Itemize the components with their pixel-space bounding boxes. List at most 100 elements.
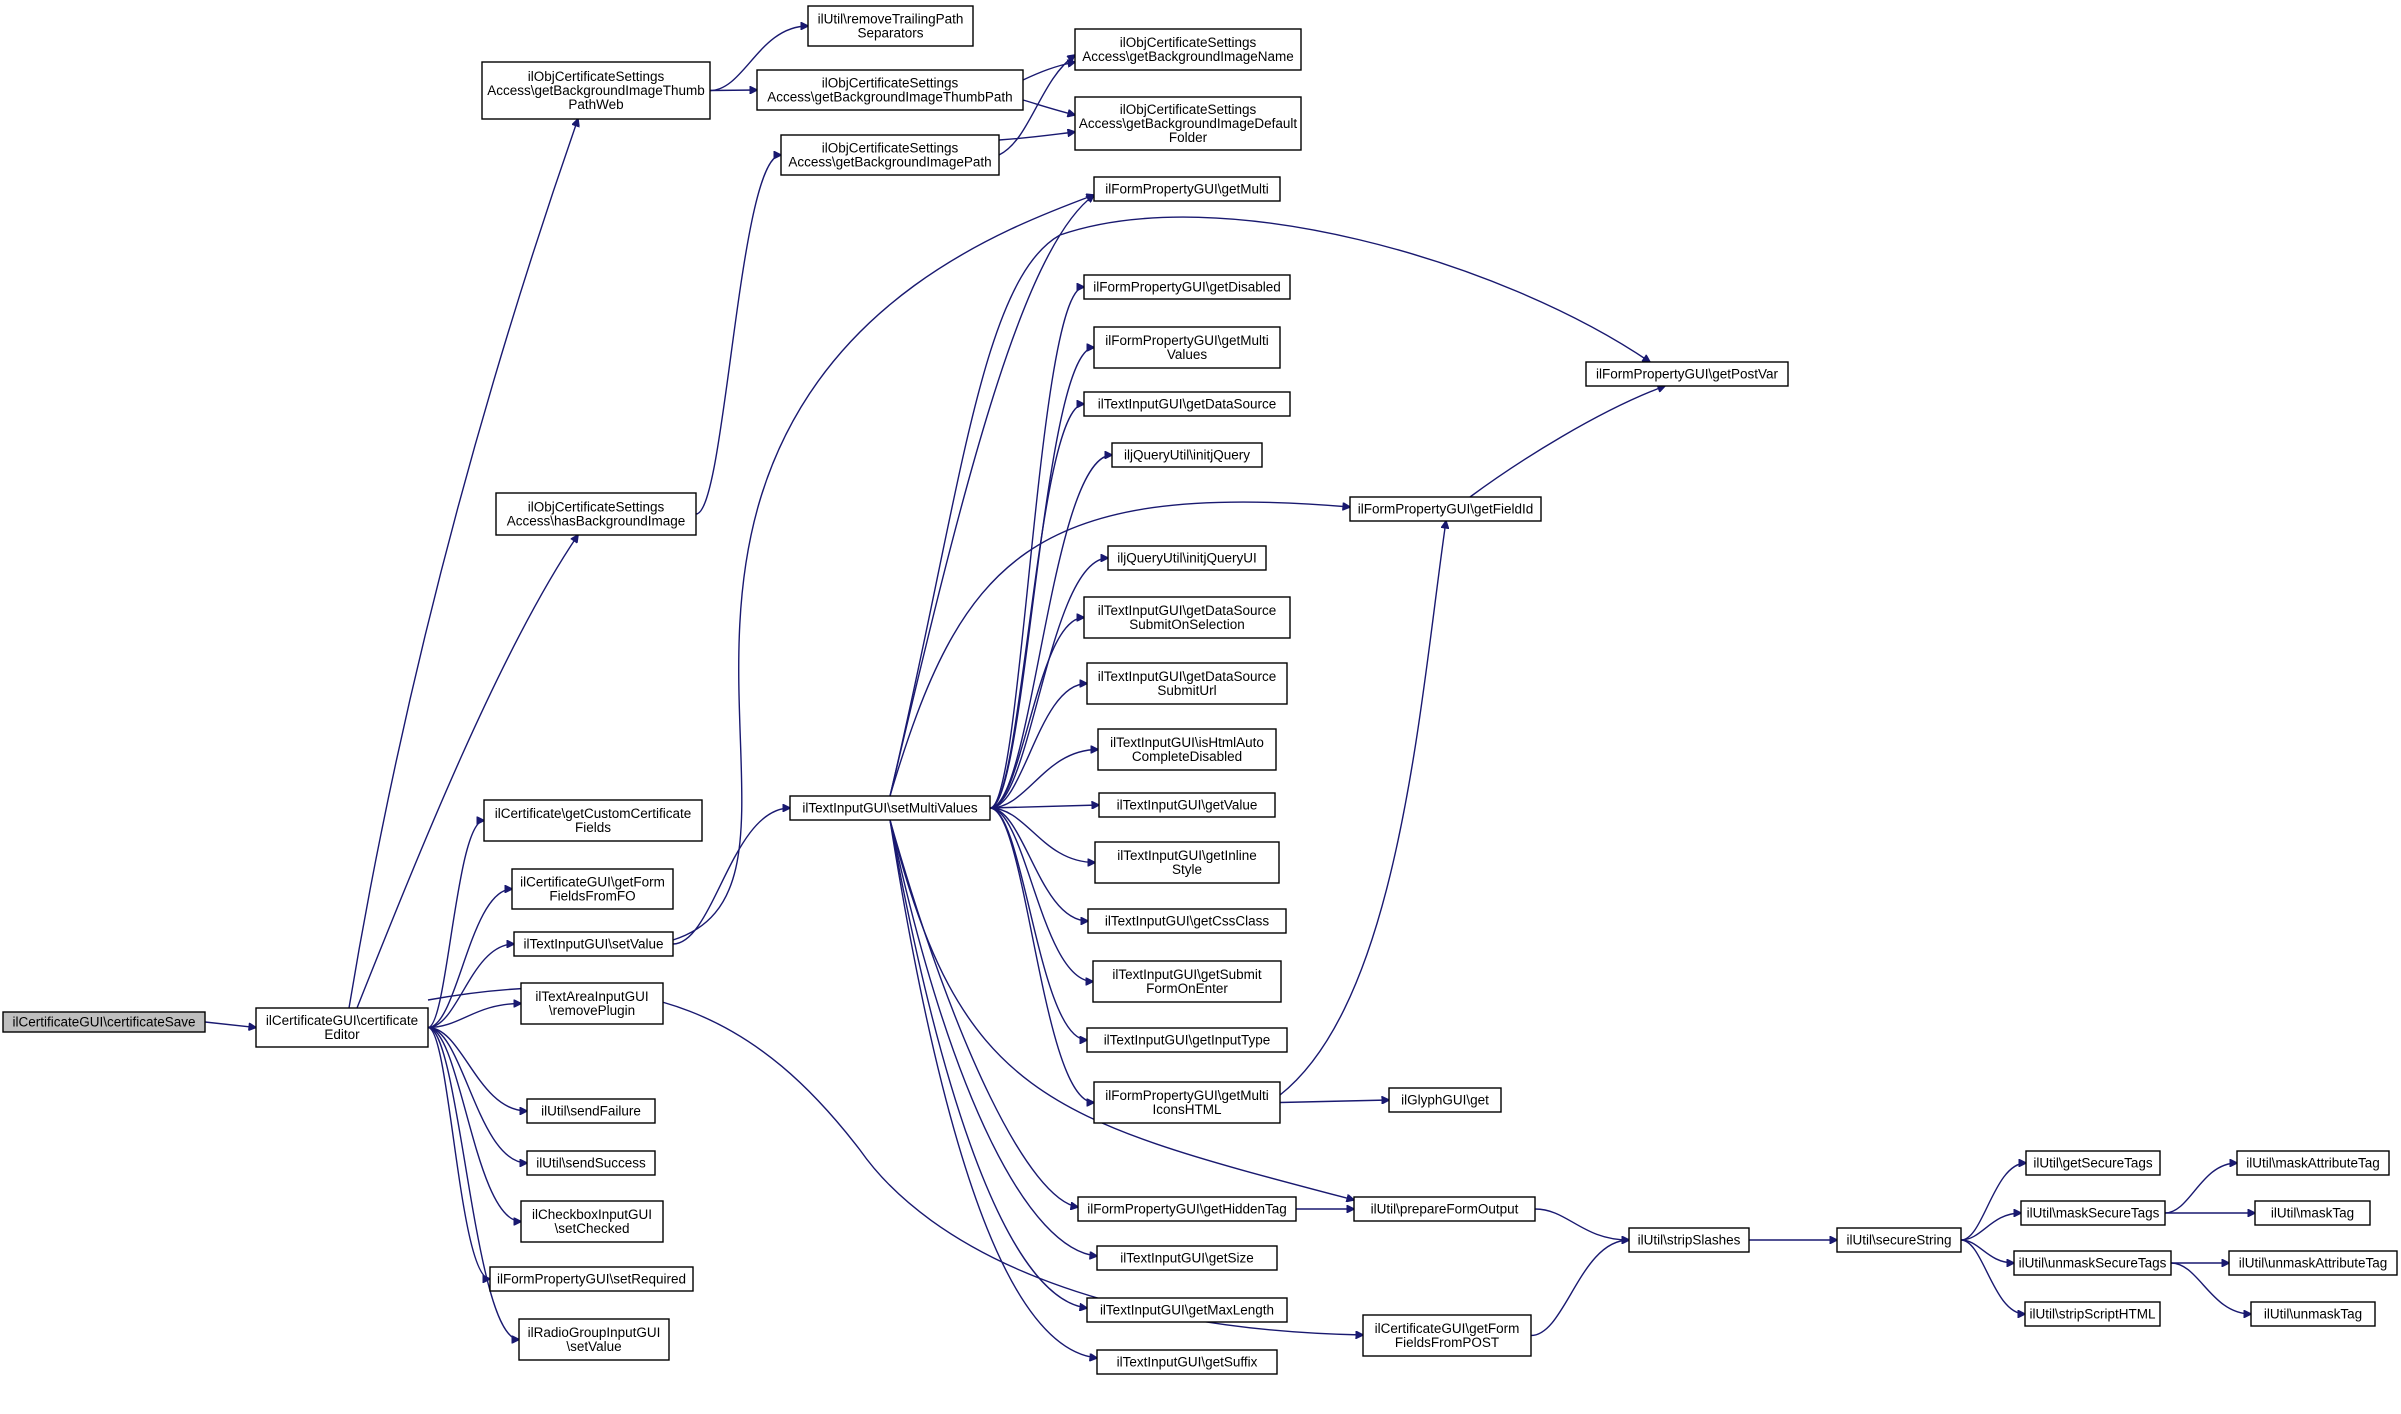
node-box <box>1362 1314 1532 1357</box>
edge-n2-to-n12 <box>427 1026 490 1280</box>
edge-n7-to-n20 <box>672 195 1094 941</box>
graph-node[interactable]: ilObjCertificateSettingsAccess\hasBackgr… <box>495 492 697 536</box>
node-label: \setChecked <box>554 1221 629 1236</box>
node-box <box>2024 1301 2161 1327</box>
graph-node[interactable]: iljQueryUtil\initjQuery <box>1111 442 1263 468</box>
graph-node[interactable]: ilUtil\maskTag <box>2254 1200 2371 1226</box>
graph-node[interactable]: ilTextInputGUI\setValue <box>513 931 674 957</box>
node-label: ilRadioGroupInputGUI <box>528 1325 661 1340</box>
node-box <box>526 1150 656 1176</box>
node-box <box>1096 1245 1278 1271</box>
graph-node[interactable]: ilFormPropertyGUI\getPostVar <box>1585 361 1789 387</box>
node-box <box>1628 1227 1750 1253</box>
node-box <box>1097 728 1277 771</box>
graph-node[interactable]: ilUtil\sendFailure <box>526 1098 656 1124</box>
graph-node[interactable]: ilGlyphGUI\get <box>1388 1087 1502 1113</box>
node-label: ilObjCertificateSettings <box>528 500 665 515</box>
edge-n17-to-n25 <box>989 558 1108 809</box>
graph-node[interactable]: iljQueryUtil\initjQueryUI <box>1107 545 1267 571</box>
graph-node[interactable]: ilFormPropertyGUI\getFieldId <box>1349 496 1542 522</box>
graph-node[interactable]: ilUtil\maskAttributeTag <box>2236 1150 2390 1176</box>
graph-node[interactable]: ilFormPropertyGUI\getMulti <box>1093 176 1281 202</box>
edge-n17-to-n27 <box>989 684 1087 809</box>
graph-node[interactable]: ilTextInputGUI\getCssClass <box>1087 908 1287 934</box>
graph-node[interactable]: ilUtil\stripSlashes <box>1628 1227 1750 1253</box>
node-box <box>526 1098 656 1124</box>
graph-node[interactable]: ilTextInputGUI\getDataSource <box>1083 391 1291 417</box>
edge-n16-to-n19 <box>998 132 1075 141</box>
graph-node[interactable]: ilUtil\getSecureTags <box>2025 1150 2161 1176</box>
node-label: Fields <box>575 820 611 835</box>
graph-node[interactable]: ilTextInputGUI\getMaxLength <box>1086 1297 1288 1323</box>
node-box <box>481 61 711 120</box>
graph-node[interactable]: ilObjCertificateSettingsAccess\getBackgr… <box>780 134 1000 176</box>
graph-node[interactable]: ilFormPropertyGUI\getHiddenTag <box>1077 1196 1297 1222</box>
node-label: ilObjCertificateSettings <box>1120 35 1257 50</box>
edge-n17-to-n29 <box>989 805 1099 808</box>
graph-node[interactable]: ilObjCertificateSettingsAccess\getBackgr… <box>1074 96 1302 151</box>
node-label: ilTextInputGUI\getDataSource <box>1098 603 1277 618</box>
graph-node[interactable]: ilObjCertificateSettingsAccess\getBackgr… <box>481 61 711 120</box>
graph-node[interactable]: ilCheckboxInputGUI\setChecked <box>520 1200 664 1243</box>
graph-node[interactable]: ilUtil\stripScriptHTML <box>2024 1301 2161 1327</box>
node-label: ilUtil\maskTag <box>2271 1206 2354 1221</box>
graph-node[interactable]: ilTextInputGUI\getValue <box>1098 792 1276 818</box>
node-box <box>1111 442 1263 468</box>
graph-node[interactable]: ilUtil\prepareFormOutput <box>1353 1196 1536 1222</box>
node-box <box>1094 841 1280 884</box>
node-label: ilTextInputGUI\getDataSource <box>1098 397 1277 412</box>
edge-n17-to-n26 <box>989 618 1084 809</box>
edge-n2-to-n7 <box>427 944 514 1029</box>
node-label: Access\getBackgroundImagePath <box>788 155 991 170</box>
graph-node[interactable]: ilObjCertificateSettingsAccess\getBackgr… <box>1074 28 1302 71</box>
node-label: ilUtil\prepareFormOutput <box>1371 1202 1519 1217</box>
graph-node[interactable]: ilUtil\unmaskTag <box>2250 1301 2376 1327</box>
graph-node[interactable]: ilUtil\unmaskSecureTags <box>2013 1250 2172 1276</box>
node-box <box>520 1200 664 1243</box>
graph-node[interactable]: ilTextInputGUI\getInputType <box>1086 1027 1288 1053</box>
node-label: ilUtil\maskAttributeTag <box>2246 1156 2380 1171</box>
edge-n2-to-n13 <box>427 1026 519 1340</box>
node-label: ilGlyphGUI\get <box>1401 1093 1489 1108</box>
graph-node[interactable]: ilUtil\unmaskAttributeTag <box>2228 1250 2398 1276</box>
graph-node[interactable]: ilTextAreaInputGUI\removePlugin <box>520 982 664 1025</box>
edge-n45-to-n47 <box>1960 1213 2021 1241</box>
root-node[interactable]: ilCertificateGUI\certificateSave <box>2 1011 206 1033</box>
graph-node[interactable]: ilTextInputGUI\isHtmlAutoCompleteDisable… <box>1097 728 1277 771</box>
node-box <box>1077 1196 1297 1222</box>
node-label: PathWeb <box>568 97 623 112</box>
node-label: ilFormPropertyGUI\getDisabled <box>1093 280 1281 295</box>
graph-node[interactable]: ilFormPropertyGUI\setRequired <box>489 1266 694 1292</box>
graph-node[interactable]: ilTextInputGUI\getDataSourceSubmitOnSele… <box>1083 596 1291 639</box>
node-box <box>1098 792 1276 818</box>
graph-node[interactable]: ilUtil\sendSuccess <box>526 1150 656 1176</box>
graph-node[interactable]: ilObjCertificateSettingsAccess\getBackgr… <box>756 69 1024 111</box>
edge-n17-to-n20 <box>889 195 1094 797</box>
graph-node[interactable]: ilTextInputGUI\getSuffix <box>1096 1349 1278 1375</box>
graph-node[interactable]: ilUtil\secureString <box>1836 1227 1962 1253</box>
node-box <box>520 982 664 1025</box>
graph-node[interactable]: ilRadioGroupInputGUI\setValue <box>518 1318 670 1361</box>
graph-node[interactable]: ilUtil\maskSecureTags <box>2020 1200 2166 1226</box>
graph-node[interactable]: ilFormPropertyGUI\getDisabled <box>1083 274 1291 300</box>
node-label: Values <box>1167 347 1208 362</box>
graph-node[interactable]: ilTextInputGUI\getSize <box>1096 1245 1278 1271</box>
edge-n17-to-n36 <box>889 819 1097 1256</box>
node-box <box>1349 496 1542 522</box>
node-box <box>483 799 703 842</box>
node-label: ilTextInputGUI\getDataSource <box>1098 669 1277 684</box>
node-label: Access\hasBackgroundImage <box>507 514 686 529</box>
graph-node[interactable]: ilTextInputGUI\setMultiValues <box>789 795 991 821</box>
edge-n3-to-n14 <box>709 26 808 92</box>
